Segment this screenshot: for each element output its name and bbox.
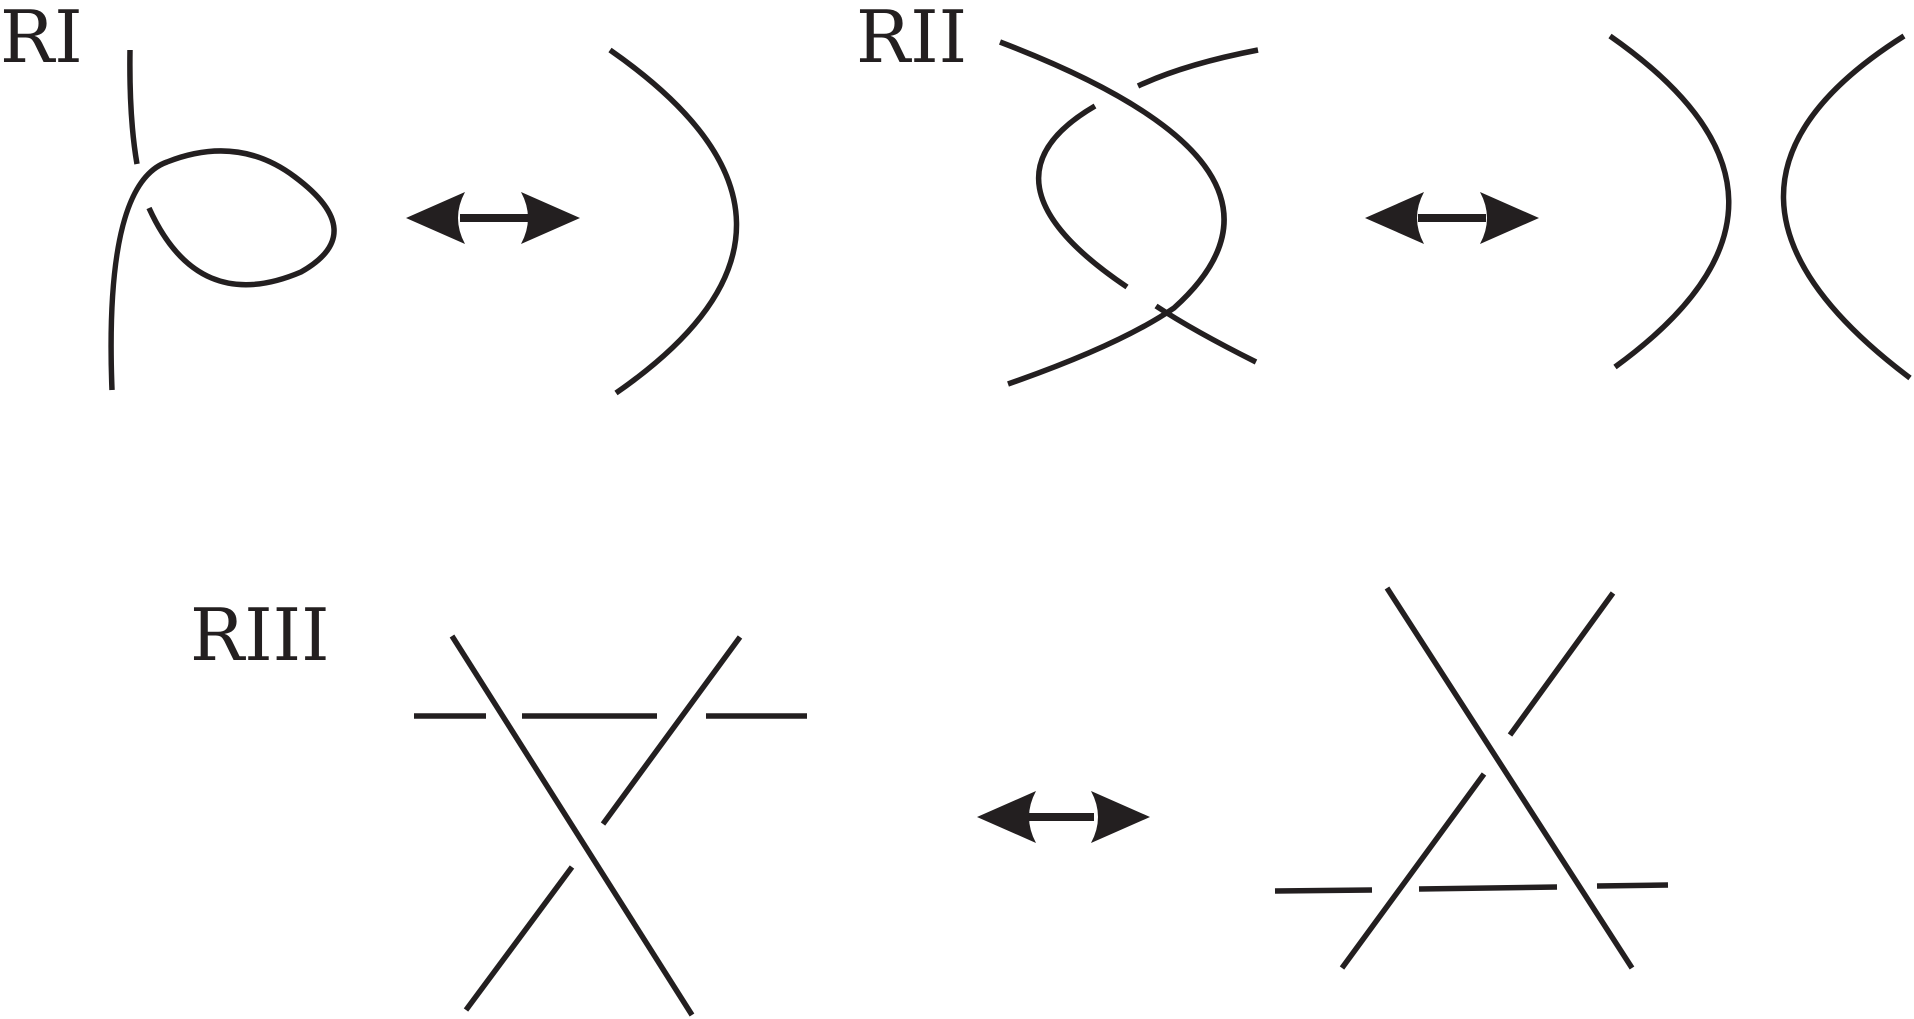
arrow-head-right [521, 192, 580, 244]
rii-equivalence-arrow [1365, 192, 1539, 244]
riii-left-configuration [414, 634, 807, 1017]
rii-under-strand-bottom [1154, 303, 1258, 365]
riii-left-rising-strand-lower [463, 865, 575, 1012]
riii-right-configuration [1274, 586, 1669, 970]
ri-loop-strand [108, 148, 337, 391]
arrow-head-left [406, 192, 465, 244]
riii-equivalence-arrow [977, 791, 1150, 843]
arrow-head-right [1480, 192, 1539, 244]
move-label-riii: RIII [190, 593, 330, 677]
rii-right-strand-right [1780, 33, 1912, 381]
riii-right-rising-strand-lower [1339, 772, 1487, 970]
riii-right-horizontal-segment-1 [1274, 887, 1373, 894]
riii-right-horizontal-segment-2 [1418, 884, 1558, 892]
move-label-ri: RI [0, 0, 83, 79]
rii-under-strand-top [1136, 47, 1259, 89]
rii-over-strand [999, 39, 1227, 387]
rii-right-strand-left [1608, 33, 1732, 370]
arrow-head-right [1091, 791, 1150, 843]
rii-under-strand-middle [1036, 103, 1129, 290]
arrow-head-left [1365, 192, 1424, 244]
ri-over-strand-top [127, 49, 140, 165]
rii-left-crossing-strands [999, 39, 1259, 387]
arrow-head-left [977, 791, 1036, 843]
riii-right-rising-strand-upper [1507, 591, 1616, 737]
rii-right-separated-strands [1608, 33, 1912, 381]
ri-left-kinked-strand [108, 49, 337, 391]
riii-right-horizontal-segment-3 [1596, 882, 1669, 889]
riii-left-long-over-strand [449, 634, 695, 1017]
move-label-rii: RII [856, 0, 967, 79]
riii-right-long-over-strand [1384, 586, 1635, 970]
ri-equivalence-arrow [406, 192, 580, 244]
ri-right-plain-strand [608, 47, 740, 396]
riii-left-rising-strand-upper [600, 635, 743, 826]
